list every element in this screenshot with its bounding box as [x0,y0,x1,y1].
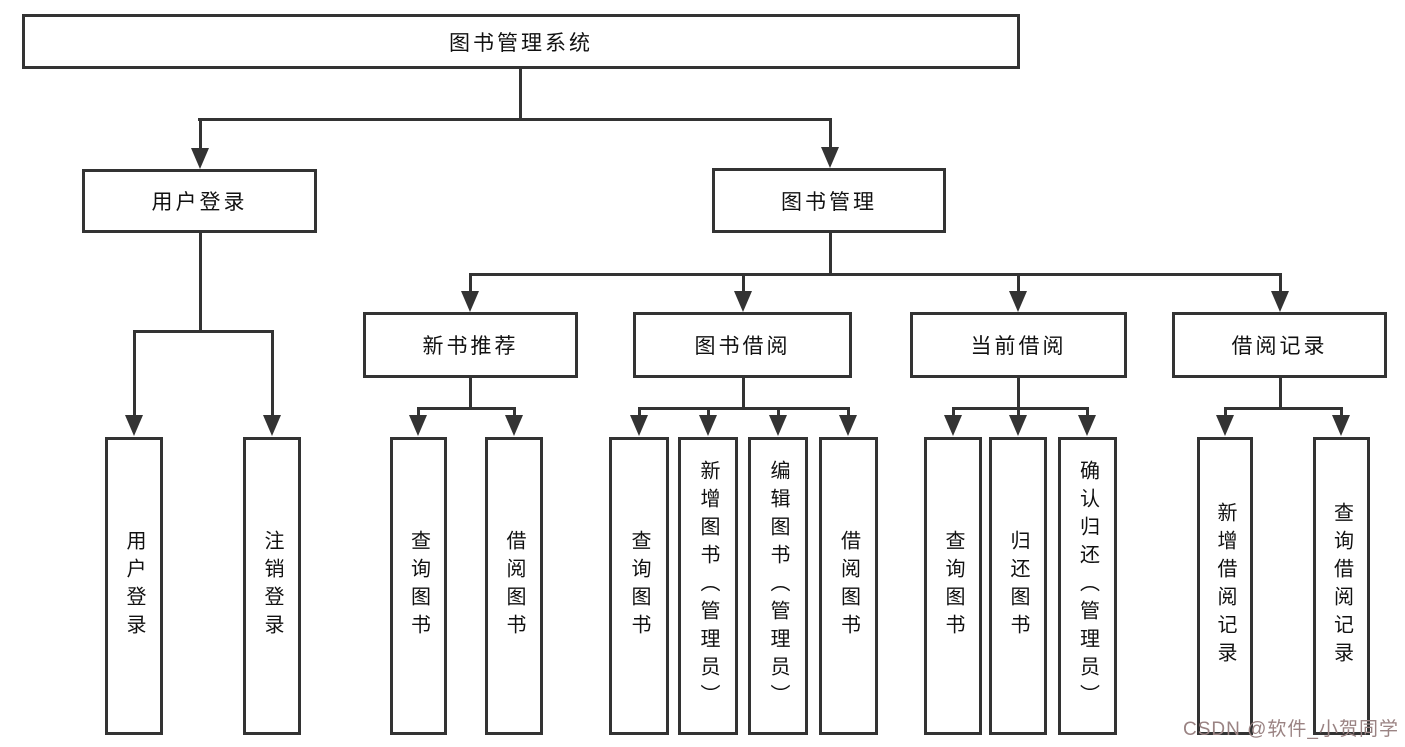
connector-line [1279,273,1282,291]
node-new-book-recommendation: 新书推荐 [363,312,578,378]
connector-line [742,378,745,410]
connector-line [638,407,641,417]
leaf-user-login: 用户登录 [105,437,163,735]
connector-line [829,118,832,151]
connector-line [1279,378,1282,410]
connector-line [469,273,1282,276]
leaf-label: 新增借阅记录 [1214,502,1236,670]
node-current-borrowing: 当前借阅 [910,312,1127,378]
connector-line [742,273,745,291]
connector-line [1086,407,1089,417]
connector-line [199,118,202,152]
arrowhead-down [839,415,857,436]
arrowhead-down [699,415,717,436]
connector-line [417,407,420,417]
connector-line [133,330,274,333]
leaf-label: 确认归还（管理员） [1076,460,1099,712]
connector-line [1017,273,1020,291]
leaf-label: 查询图书 [628,530,650,642]
connector-line [417,407,515,410]
arrowhead-down [1009,291,1027,312]
connector-line [952,407,1089,410]
connector-line [847,407,850,417]
arrowhead-down [944,415,962,436]
node-label: 图书借阅 [694,335,791,358]
leaf-br-add-record: 新增借阅记录 [1197,437,1253,735]
connector-line [469,273,472,291]
connector-line [829,233,832,276]
node-label: 新书推荐 [422,335,519,358]
arrowhead-down [1078,415,1096,436]
arrowhead-down [630,415,648,436]
connector-line [707,407,710,417]
leaf-label: 编辑图书（管理员） [767,460,789,712]
node-book-management: 图书管理 [712,168,946,233]
node-user-login: 用户登录 [82,169,317,233]
csdn-watermark: CSDN @软件_小贺同学 [1183,719,1399,740]
leaf-bb-borrow-books: 借阅图书 [819,437,878,735]
leaf-label: 用户登录 [123,530,145,642]
node-borrowing-records: 借阅记录 [1172,312,1387,378]
connector-line [1340,407,1343,417]
node-label: 图书管理系统 [449,31,593,55]
node-label: 用户登录 [151,191,248,214]
arrowhead-down [734,291,752,312]
leaf-rec-query-books: 查询图书 [390,437,447,735]
connector-line [1017,407,1020,417]
leaf-label: 查询图书 [407,530,430,642]
node-library-management-system: 图书管理系统 [22,14,1020,69]
arrowhead-down [461,291,479,312]
node-label: 当前借阅 [970,335,1067,358]
leaf-label: 注销登录 [261,530,283,642]
connector-line [513,407,516,417]
leaf-cb-confirm-return-admin: 确认归还（管理员） [1058,437,1117,735]
leaf-br-query-record: 查询借阅记录 [1313,437,1370,735]
node-label: 借阅记录 [1231,335,1328,358]
arrowhead-down [409,415,427,436]
node-label: 图书管理 [781,190,877,214]
arrowhead-down [1332,415,1350,436]
connector-line [1224,407,1227,417]
arrowhead-down [1216,415,1234,436]
leaf-logout: 注销登录 [243,437,301,735]
connector-line [1017,378,1020,410]
arrowhead-down [769,415,787,436]
arrowhead-down [125,415,143,436]
connector-line [198,118,832,121]
leaf-cb-query-books: 查询图书 [924,437,982,735]
arrowhead-down [505,415,523,436]
leaf-label: 借阅图书 [503,530,525,642]
leaf-cb-return-books: 归还图书 [989,437,1047,735]
leaf-label: 查询图书 [942,530,964,642]
arrowhead-down [191,148,209,169]
arrowhead-down [1009,415,1027,436]
connector-line [1224,407,1343,410]
leaf-bb-query-books: 查询图书 [609,437,669,735]
connector-line [199,233,202,333]
leaf-label: 归还图书 [1007,530,1029,642]
connector-line [271,330,274,415]
connector-line [777,407,780,417]
leaf-bb-edit-books-admin: 编辑图书（管理员） [748,437,808,735]
leaf-rec-borrow-books: 借阅图书 [485,437,543,735]
connector-line [469,378,472,410]
leaf-label: 查询借阅记录 [1330,502,1353,670]
connector-line [638,407,850,410]
leaf-label: 借阅图书 [837,530,860,642]
leaf-bb-add-books-admin: 新增图书（管理员） [678,437,738,735]
connector-line [133,330,136,415]
connector-line [519,69,522,121]
arrowhead-down [1271,291,1289,312]
connector-line [952,407,955,417]
leaf-label: 新增图书（管理员） [697,460,719,712]
arrowhead-down [821,147,839,168]
arrowhead-down [263,415,281,436]
node-book-borrowing: 图书借阅 [633,312,852,378]
